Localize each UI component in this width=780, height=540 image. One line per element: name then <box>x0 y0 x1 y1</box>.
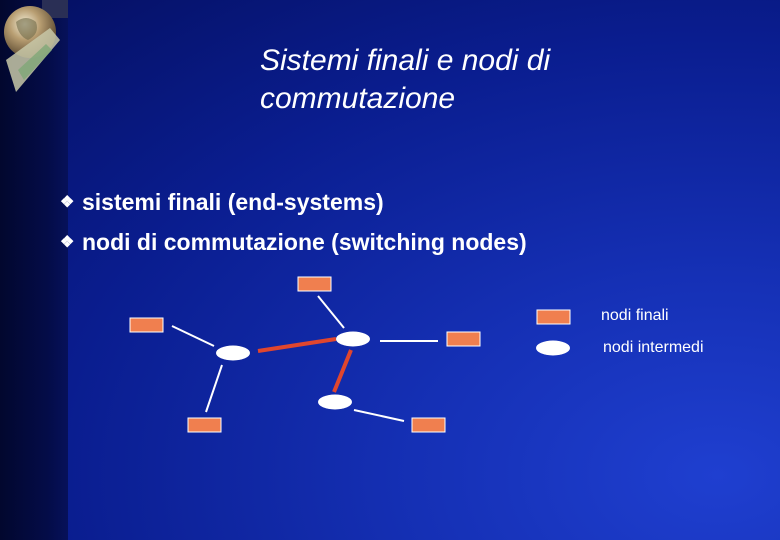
end-node <box>129 317 164 333</box>
globe-icon <box>4 0 68 92</box>
access-link <box>317 295 345 329</box>
access-link <box>171 325 215 347</box>
legend-intermediate-node-swatch <box>536 340 570 356</box>
diamond-bullet-icon: ❖ <box>60 194 75 211</box>
end-node <box>187 417 222 433</box>
intermediate-node <box>216 345 250 361</box>
core-link <box>257 337 337 353</box>
bullet-text: nodi di commutazione (switching nodes) <box>82 228 527 255</box>
bullet-text: sistemi finali (end-systems) <box>82 188 384 215</box>
end-node <box>411 417 446 433</box>
slide-title: Sistemi finali e nodi di commutazione <box>260 42 740 118</box>
end-node <box>446 331 481 347</box>
title-line-1: Sistemi finali e nodi di <box>260 44 551 77</box>
access-link <box>353 409 405 422</box>
intermediate-node <box>318 394 352 410</box>
title-line-2: commutazione <box>260 82 456 115</box>
legend-intermediate-node-label: nodi intermedi <box>603 339 704 356</box>
bullet-item: ❖ nodi di commutazione (switching nodes) <box>60 222 527 262</box>
legend-end-node-label: nodi finali <box>601 307 669 324</box>
access-link <box>205 364 223 413</box>
core-link <box>332 349 353 393</box>
left-sidebar-band <box>0 0 68 540</box>
end-node <box>297 276 332 292</box>
diamond-bullet-icon: ❖ <box>60 234 75 251</box>
intermediate-node <box>336 331 370 347</box>
legend-end-node-swatch <box>536 309 571 325</box>
bullet-list: ❖ sistemi finali (end-systems) ❖ nodi di… <box>60 182 527 262</box>
bullet-item: ❖ sistemi finali (end-systems) <box>60 182 527 222</box>
